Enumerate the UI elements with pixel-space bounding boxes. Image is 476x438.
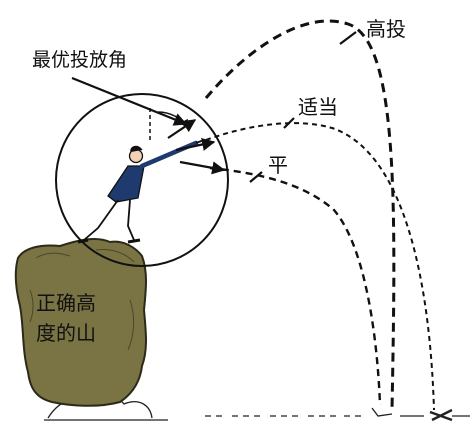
high-throw-label: 高投	[366, 17, 406, 41]
arrow-flat	[179, 160, 226, 175]
arrow-high	[167, 119, 197, 139]
landing-mark-high	[371, 407, 393, 417]
mountain-label-line1: 正确高	[36, 291, 96, 315]
angle-arc	[157, 111, 189, 129]
flat-throw-label: 平	[268, 153, 288, 177]
trajectory-high	[204, 19, 396, 411]
leader-high	[339, 31, 357, 45]
person-feet	[77, 238, 141, 244]
mountain-texture	[29, 249, 135, 351]
focus-circle	[55, 93, 229, 267]
trajectory-optimal	[205, 122, 435, 411]
leader-flat	[249, 171, 263, 183]
trajectory-flat	[209, 166, 382, 406]
person-figure	[77, 139, 205, 244]
best-angle-label: 最优投放角	[32, 49, 127, 71]
person-hand	[195, 139, 205, 144]
person-hair	[130, 145, 143, 153]
leader-optimal	[283, 117, 295, 129]
mountain-label-line2: 度的山	[36, 321, 96, 345]
pointer-arrow	[71, 76, 188, 126]
mountain: 正确高 度的山	[14, 238, 147, 407]
person-legs	[83, 199, 135, 241]
person-coat	[107, 165, 145, 203]
arrow-optimal	[175, 137, 216, 152]
landing-x-mark	[429, 408, 453, 422]
optimal-throw-label: 适当	[298, 95, 338, 119]
label-leaders	[249, 31, 357, 183]
mountain-body	[14, 238, 147, 407]
direction-arrows	[71, 76, 226, 175]
trajectories	[204, 19, 435, 411]
